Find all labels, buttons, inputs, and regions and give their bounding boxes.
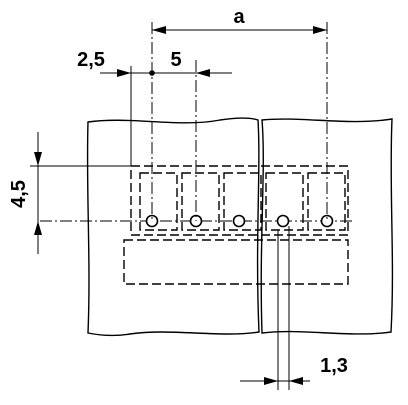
dimension-pitch: 2,5 5 xyxy=(77,49,232,77)
dimension-a: a xyxy=(152,6,327,34)
dimension-gap: 1,3 xyxy=(240,355,348,385)
dimension-a-label: a xyxy=(233,6,245,28)
edge-offset-label: 2,5 xyxy=(77,49,105,71)
pin-hole xyxy=(145,214,159,228)
pin-hole xyxy=(276,214,290,228)
row-height-label: 4,5 xyxy=(8,180,30,208)
pin-pitch-label: 5 xyxy=(170,49,181,71)
right-board-outline xyxy=(260,118,394,335)
pin-holes xyxy=(145,214,334,228)
extension-lines xyxy=(30,22,328,390)
pin-hole xyxy=(320,214,334,228)
left-board-outline xyxy=(86,117,260,337)
dimension-row-height: 4,5 xyxy=(8,132,42,254)
gap-width-label: 1,3 xyxy=(320,355,348,377)
plug-body-outline xyxy=(123,239,349,285)
connector-body-outline xyxy=(130,165,349,236)
pin-hole xyxy=(232,214,246,228)
